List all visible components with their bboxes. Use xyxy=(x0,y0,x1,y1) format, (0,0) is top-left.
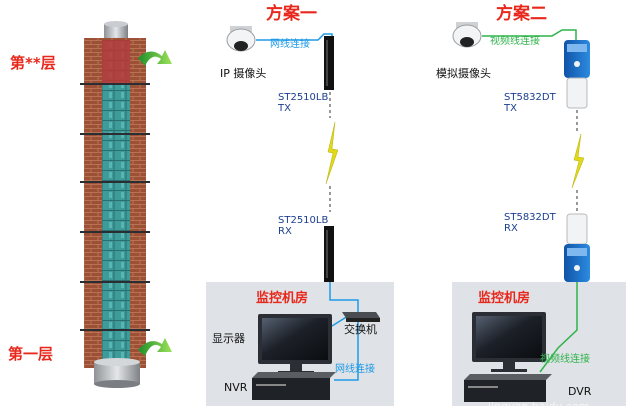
dvr-recorder-icon xyxy=(464,374,552,402)
scheme-2-title: 方案二 xyxy=(496,3,547,24)
scheme-1-wireless-link-icon xyxy=(325,121,339,185)
ip-camera-label: IP 摄像头 xyxy=(220,66,266,80)
st5832dt-tx-device xyxy=(564,40,590,109)
scheme-1-monitor-label: 显示器 xyxy=(212,332,245,345)
nvr-label: NVR xyxy=(224,381,248,394)
analog-camera-icon xyxy=(452,22,482,48)
elevator-shaft-building xyxy=(80,21,150,388)
scheme-1-monitor-icon xyxy=(258,314,332,374)
analog-camera-label: 模拟摄像头 xyxy=(436,66,491,80)
ground-floor-label: 第一层 xyxy=(8,345,53,363)
scheme-2-top-video-cable xyxy=(482,29,577,42)
ip-camera-icon xyxy=(226,26,256,52)
switch-label: 交换机 xyxy=(344,322,377,336)
upper-floor-arrow-icon xyxy=(138,50,172,66)
scheme-1-bottom-link-label: 网线连接 xyxy=(335,362,375,375)
scheme-1-tx-suffix: TX xyxy=(277,103,291,114)
scheme-2-top-link-label: 视频线连接 xyxy=(490,34,540,47)
scheme-2-rx-model: ST5832DT xyxy=(504,212,557,223)
scheme-2-tx-model: ST5832DT xyxy=(504,92,557,103)
watermark-text: jingyan.baidu.com xyxy=(487,400,590,413)
dvr-label: DVR xyxy=(568,385,592,398)
nvr-recorder-icon xyxy=(252,372,336,400)
scheme-1-top-link-label: 网线连接 xyxy=(270,37,310,50)
scheme-1-rx-model: ST2510LB xyxy=(278,215,328,226)
scheme-1-room-ethernet-cable xyxy=(329,282,359,381)
scheme-1-rx-suffix: RX xyxy=(278,226,292,237)
scheme-2-tx-suffix: TX xyxy=(503,103,517,114)
scheme-1-tx-model: ST2510LB xyxy=(278,92,328,103)
st2510lb-tx-device xyxy=(324,36,334,90)
st2510lb-rx-device xyxy=(324,226,334,282)
scheme-2-room-title: 监控机房 xyxy=(478,290,530,306)
st5832dt-rx-device xyxy=(564,213,590,282)
scheme-1-room-title: 监控机房 xyxy=(256,290,308,306)
scheme-2-bottom-link-label: 视频线连接 xyxy=(540,352,590,365)
top-floor-label: 第**层 xyxy=(10,54,56,72)
scheme-2-monitor-icon xyxy=(472,312,546,372)
scheme-1-title: 方案一 xyxy=(266,3,317,24)
lower-floor-arrow-icon xyxy=(138,338,172,356)
network-switch-icon xyxy=(342,312,380,322)
scheme-2-room-video-cable xyxy=(539,282,578,373)
scheme-2-wireless-link-icon xyxy=(571,133,585,189)
scheme-2-rx-suffix: RX xyxy=(504,223,518,234)
